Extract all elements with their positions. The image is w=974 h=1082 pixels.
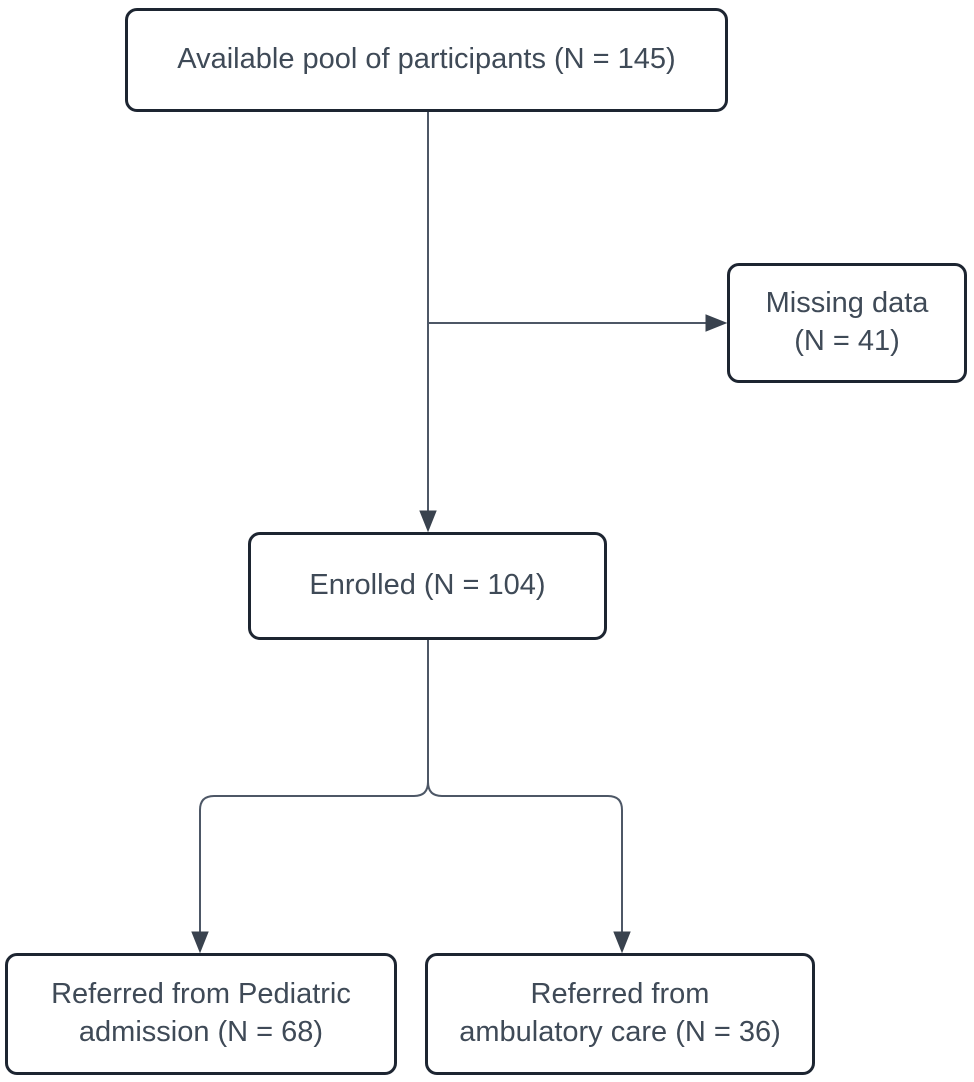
connector-enrolled-to-ambulatory	[427, 640, 623, 934]
node-ambulatory-care-label: Referred from ambulatory care (N = 36)	[459, 978, 781, 1048]
node-enrolled: Enrolled (N = 104)	[248, 532, 607, 640]
arrowhead-pool-to-enrolled	[419, 510, 437, 533]
node-pediatric-admission-label: Referred from Pediatric admission (N = 6…	[51, 978, 351, 1048]
node-enrolled-label: Enrolled (N = 104)	[309, 569, 546, 602]
node-missing-data-label: Missing data (N = 41)	[765, 287, 929, 357]
arrowhead-enrolled-to-ambulatory	[613, 931, 631, 954]
connector-enrolled-to-pediatric	[199, 640, 429, 934]
node-available-pool: Available pool of participants (N = 145)	[125, 8, 728, 112]
arrowhead-enrolled-to-pediatric	[191, 931, 209, 954]
node-missing-data: Missing data (N = 41)	[727, 263, 967, 383]
arrowhead-pool-to-missing	[705, 314, 728, 332]
node-available-pool-label: Available pool of participants (N = 145)	[177, 43, 676, 76]
node-ambulatory-care: Referred from ambulatory care (N = 36)	[425, 953, 815, 1075]
node-pediatric-admission: Referred from Pediatric admission (N = 6…	[5, 953, 397, 1075]
